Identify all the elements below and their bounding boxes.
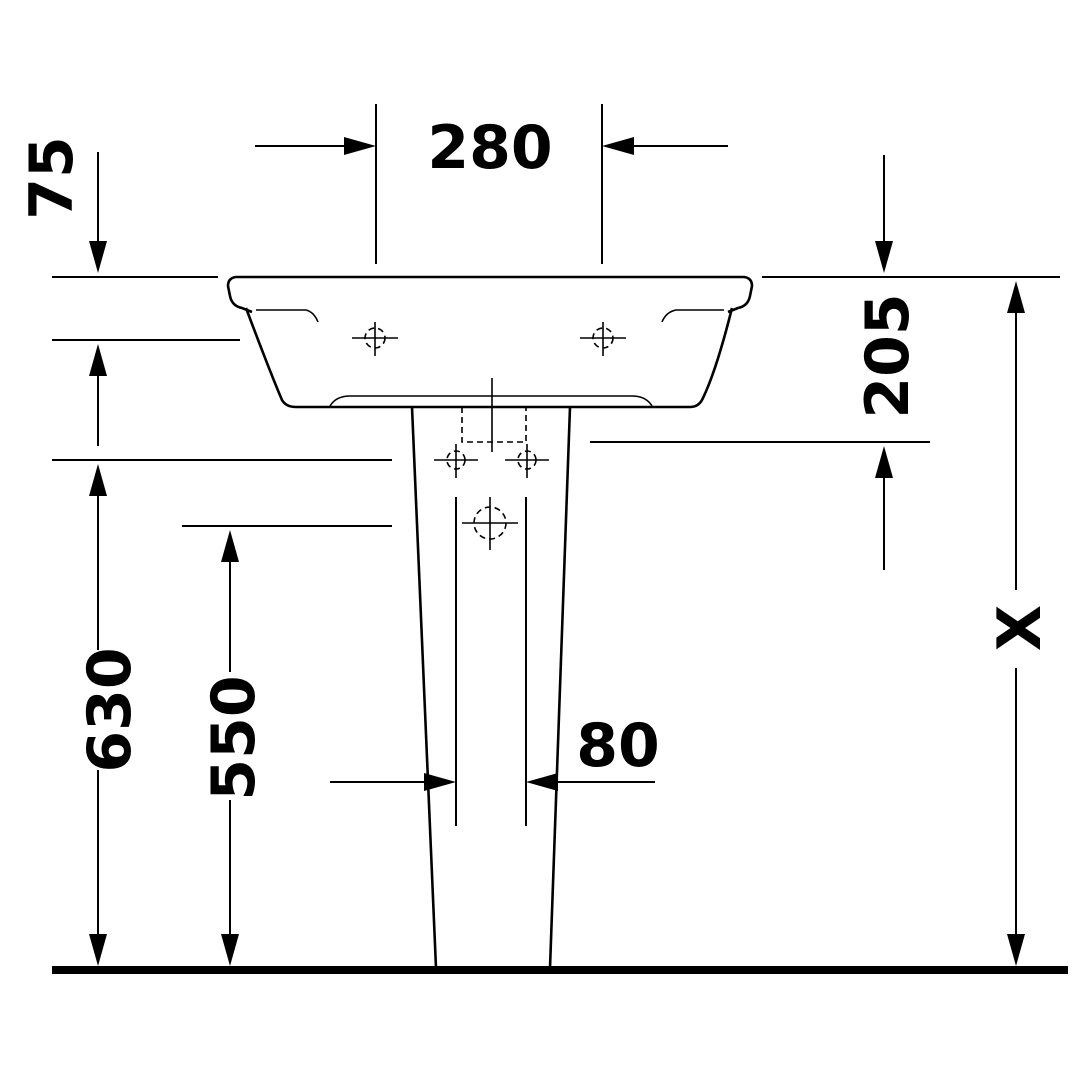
waste-outlet-marker <box>462 497 518 550</box>
dimension-280: 280 <box>255 104 728 264</box>
dimension-630: 630 <box>52 339 392 966</box>
label-280: 280 <box>427 113 552 183</box>
supply-marker-right <box>505 444 549 478</box>
supply-marker-left <box>434 444 478 478</box>
basin <box>226 275 754 409</box>
tap-hole-left <box>352 322 398 356</box>
label-205: 205 <box>853 293 923 418</box>
dimension-x: X <box>985 281 1055 966</box>
label-80: 80 <box>576 711 660 781</box>
label-75: 75 <box>17 136 87 220</box>
dimension-205: 205 <box>590 155 1060 570</box>
label-630: 630 <box>75 647 145 772</box>
dimension-80: 80 <box>330 711 660 791</box>
pedestal <box>410 378 572 969</box>
label-550: 550 <box>199 675 269 800</box>
label-x: X <box>985 605 1055 651</box>
dimension-75: 75 <box>17 136 218 278</box>
tap-hole-right <box>580 322 626 356</box>
dimension-550: 550 <box>182 525 392 966</box>
